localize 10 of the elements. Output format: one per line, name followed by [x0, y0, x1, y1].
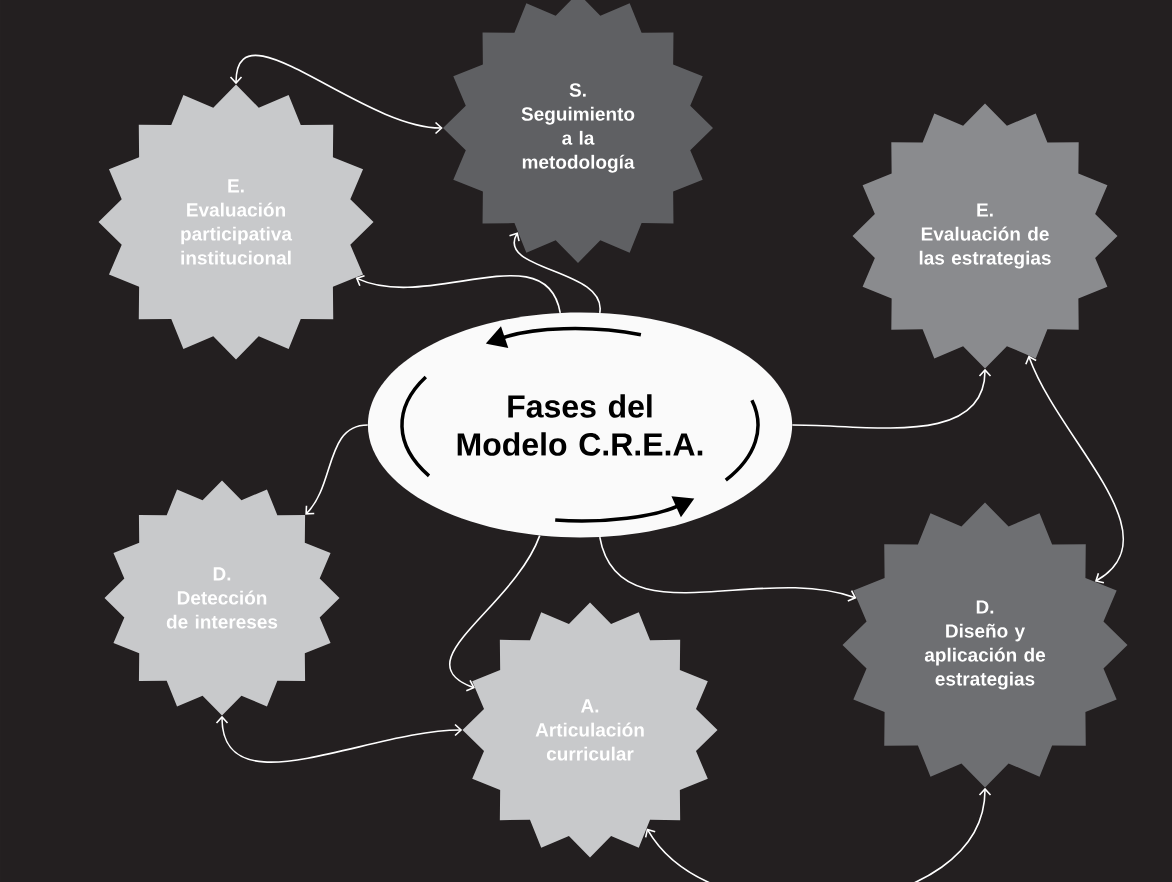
- arrow: [448, 534, 541, 692]
- arrow: [215, 715, 463, 763]
- arrow: [644, 787, 992, 882]
- arrow: [599, 536, 857, 602]
- arrow: [355, 275, 562, 314]
- arrow: [1025, 355, 1125, 584]
- arrow: [305, 424, 369, 515]
- arrow: [508, 232, 601, 314]
- arrow: [229, 54, 443, 135]
- arrow: [791, 368, 992, 429]
